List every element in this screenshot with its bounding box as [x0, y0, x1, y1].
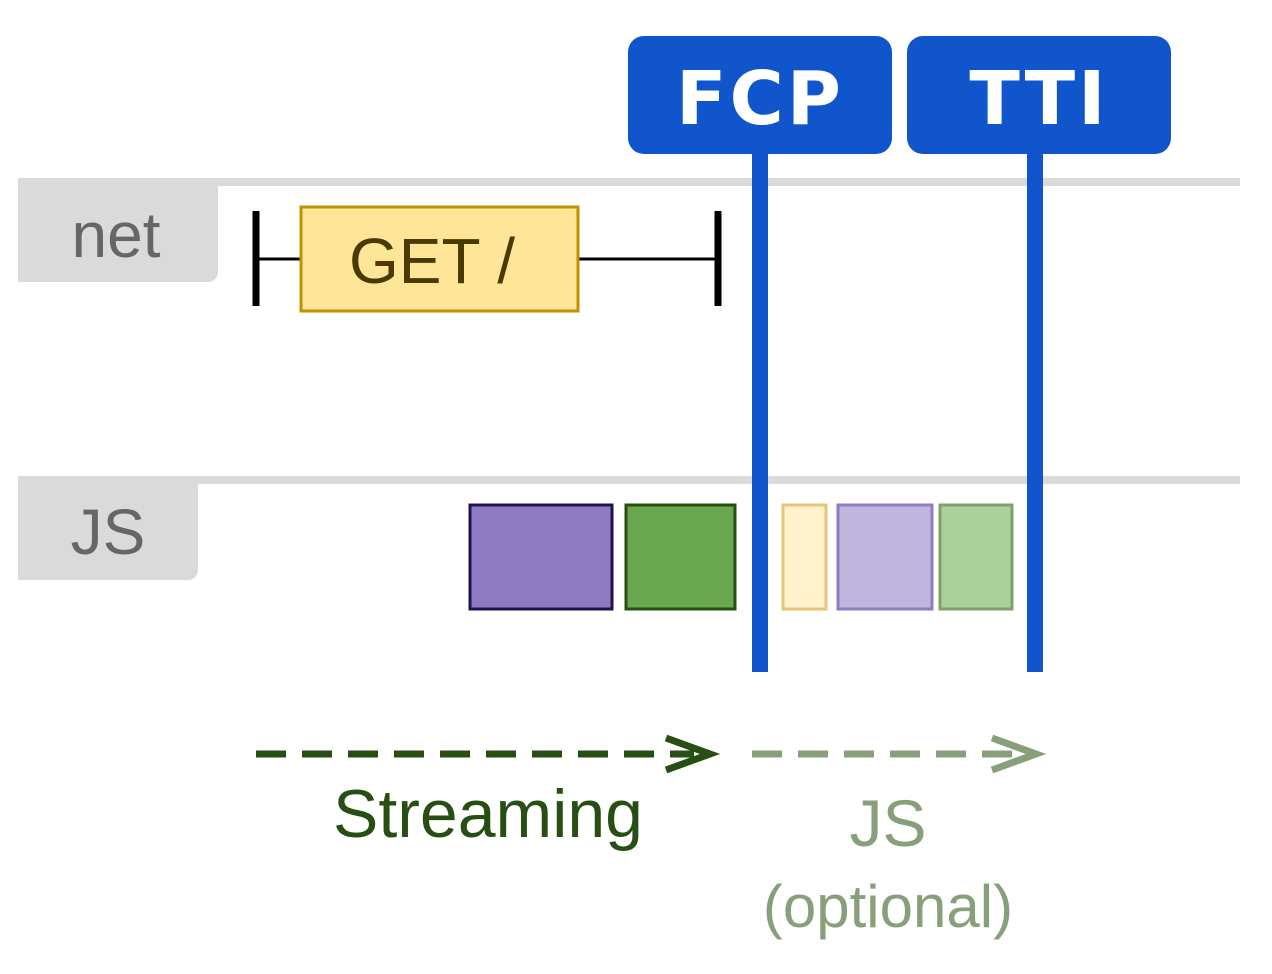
tti-marker-tag [907, 36, 1171, 154]
request-span: GET / [252, 205, 722, 313]
get-request-label: GET / [349, 225, 515, 297]
fcp-marker-label: FCP [676, 56, 844, 142]
js-block-light-green [938, 503, 1014, 611]
js-optional-phase: JS (optional) [752, 734, 1047, 940]
tti-marker: TTI [907, 36, 1171, 672]
js-lane-line [18, 476, 1240, 484]
js-block-green [624, 503, 737, 611]
js-block-light-yellow [781, 503, 828, 611]
get-request-box [299, 205, 580, 313]
js-blocks [468, 503, 1014, 611]
js-lane: JS [18, 476, 1240, 580]
js-block-purple [468, 503, 614, 611]
tti-marker-label: TTI [969, 56, 1108, 142]
net-lane-tab [18, 178, 218, 282]
fcp-marker-tag [628, 36, 892, 154]
streaming-label: Streaming [333, 776, 643, 852]
net-lane-line [18, 178, 1240, 186]
js-optional-title: JS [849, 786, 926, 860]
fcp-marker-line [752, 140, 768, 672]
net-lane: net [18, 178, 1240, 282]
net-lane-label: net [72, 199, 161, 271]
js-block-light-purple [836, 503, 934, 611]
streaming-phase: Streaming [256, 734, 721, 852]
js-optional-arrow-head [990, 734, 1047, 774]
js-lane-label: JS [71, 496, 146, 568]
js-lane-tab [18, 476, 198, 580]
tti-marker-line [1027, 140, 1043, 672]
streaming-arrow-head [664, 734, 721, 774]
js-optional-note: (optional) [763, 873, 1013, 940]
fcp-marker: FCP [628, 36, 892, 672]
